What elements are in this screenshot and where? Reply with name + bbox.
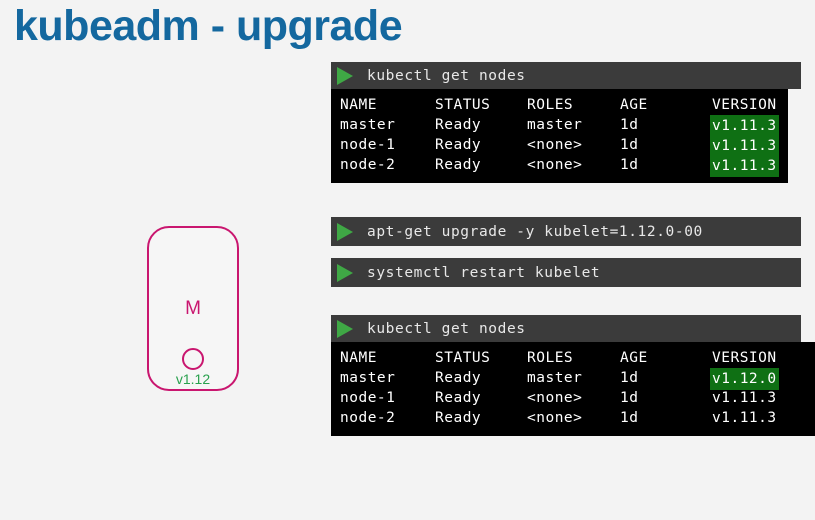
cell-name: node-2 [340,157,396,173]
column-header-version: VERSION [712,350,777,366]
cell-age: 1d [620,410,639,426]
column-header-name: NAME [340,350,377,366]
terminal-block-nodes-before: kubectl get nodes NAME STATUS ROLES AGE … [331,62,801,183]
column-header-status: STATUS [435,97,491,113]
table-row: node-1 Ready <none> 1d v1.11.3 [331,135,788,157]
cell-age: 1d [620,390,639,406]
table-row: node-2 Ready <none> 1d v1.11.3 [331,408,815,428]
cell-status: Ready [435,370,482,386]
terminal-block-systemctl: systemctl restart kubelet [331,258,801,287]
play-icon [337,66,353,85]
cell-name: node-1 [340,390,396,406]
cell-version: v1.11.3 [710,115,779,137]
terminal-block-apt-get: apt-get upgrade -y kubelet=1.12.0-00 [331,217,801,246]
terminal-block-nodes-after: kubectl get nodes NAME STATUS ROLES AGE … [331,315,815,436]
terminal-output: NAME STATUS ROLES AGE VERSION master Rea… [331,342,815,436]
master-node-label: M [185,298,201,319]
master-node-version: v1.12 [175,371,211,387]
cell-roles: master [527,370,583,386]
command-bar[interactable]: apt-get upgrade -y kubelet=1.12.0-00 [331,217,801,246]
column-header-status: STATUS [435,350,491,366]
column-header-roles: ROLES [527,97,574,113]
cell-age: 1d [620,117,639,133]
cell-roles: <none> [527,390,583,406]
table-header-row: NAME STATUS ROLES AGE VERSION [331,95,788,115]
table-header-row: NAME STATUS ROLES AGE VERSION [331,348,815,368]
cell-version: v1.11.3 [712,410,777,426]
cell-roles: <none> [527,410,583,426]
cell-version: v1.11.3 [710,155,779,177]
table-row: master Ready master 1d v1.11.3 [331,115,788,137]
cell-age: 1d [620,370,639,386]
command-text: apt-get upgrade -y kubelet=1.12.0-00 [367,223,703,240]
command-text: kubectl get nodes [367,320,526,337]
cell-status: Ready [435,157,482,173]
column-header-age: AGE [620,350,648,366]
cell-name: node-2 [340,410,396,426]
play-icon [337,222,353,241]
command-bar[interactable]: kubectl get nodes [331,315,801,342]
table-row: node-1 Ready <none> 1d v1.11.3 [331,388,815,408]
cell-roles: <none> [527,157,583,173]
cell-status: Ready [435,117,482,133]
cell-name: master [340,117,396,133]
cell-status: Ready [435,137,482,153]
cell-name: master [340,370,396,386]
cell-name: node-1 [340,137,396,153]
cell-status: Ready [435,410,482,426]
column-header-name: NAME [340,97,377,113]
command-bar[interactable]: kubectl get nodes [331,62,801,89]
table-row: master Ready master 1d v1.12.0 [331,368,815,390]
cell-version: v1.11.3 [712,390,777,406]
column-header-version: VERSION [712,97,777,113]
terminal-output: NAME STATUS ROLES AGE VERSION master Rea… [331,89,788,183]
cell-version: v1.11.3 [710,135,779,157]
master-node-diagram: M v1.12 [147,226,239,391]
command-text: kubectl get nodes [367,67,526,84]
command-text: systemctl restart kubelet [367,264,601,281]
play-icon [337,263,353,282]
cell-age: 1d [620,137,639,153]
column-header-age: AGE [620,97,648,113]
cell-status: Ready [435,390,482,406]
cell-roles: master [527,117,583,133]
page-title: kubeadm - upgrade [14,2,403,50]
kubelet-circle-icon [182,348,204,370]
cell-age: 1d [620,157,639,173]
cell-version: v1.12.0 [710,368,779,390]
play-icon [337,319,353,338]
command-bar[interactable]: systemctl restart kubelet [331,258,801,287]
table-row: node-2 Ready <none> 1d v1.11.3 [331,155,788,177]
column-header-roles: ROLES [527,350,574,366]
cell-roles: <none> [527,137,583,153]
